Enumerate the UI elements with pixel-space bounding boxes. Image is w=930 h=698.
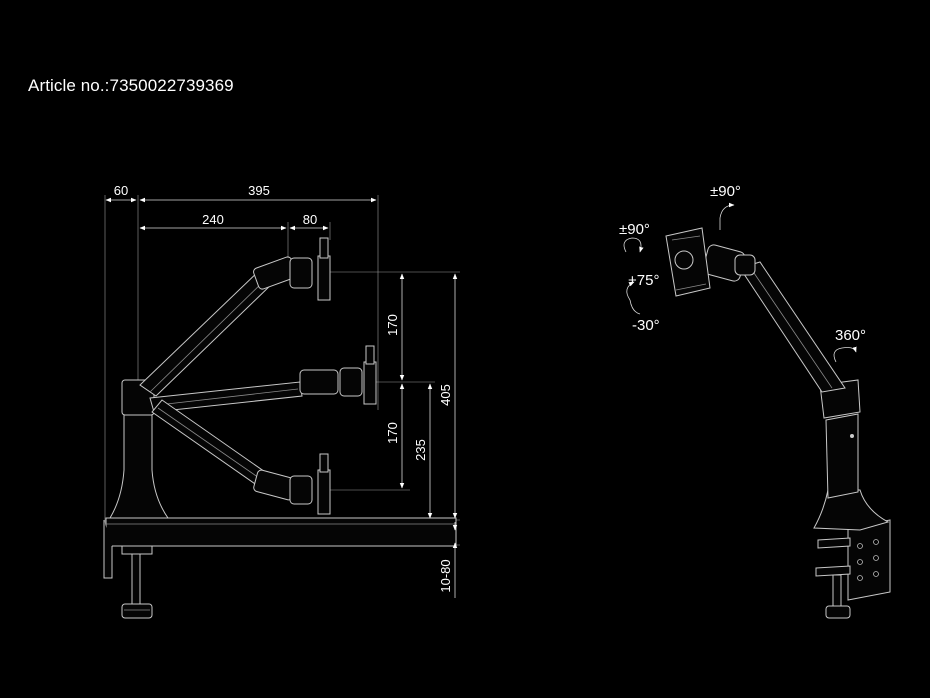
- dim-235: 235: [413, 439, 428, 461]
- dim-240: 240: [202, 212, 224, 227]
- dim-80: 80: [303, 212, 317, 227]
- angle-tilt-up: +75°: [628, 272, 659, 289]
- angle-swivel: 360°: [835, 327, 866, 344]
- dim-405: 405: [438, 384, 453, 406]
- dim-170-upper: 170: [385, 314, 400, 336]
- perspective-view-drawing: ±90° ±90° +75° -30° 360°: [619, 183, 891, 619]
- dim-10-80: 10-80: [438, 559, 453, 592]
- angle-tilt-down: -30°: [632, 317, 660, 334]
- dim-395: 395: [248, 183, 270, 198]
- side-view-drawing: 60 395 240 80 170 170 235 405 10-80: [103, 183, 460, 619]
- angle-rotate-left: ±90°: [619, 221, 650, 238]
- angle-tilt-top: ±90°: [710, 183, 741, 200]
- article-number: Article no.:7350022739369: [28, 76, 234, 95]
- dim-60: 60: [114, 183, 128, 198]
- dim-170-lower: 170: [385, 422, 400, 444]
